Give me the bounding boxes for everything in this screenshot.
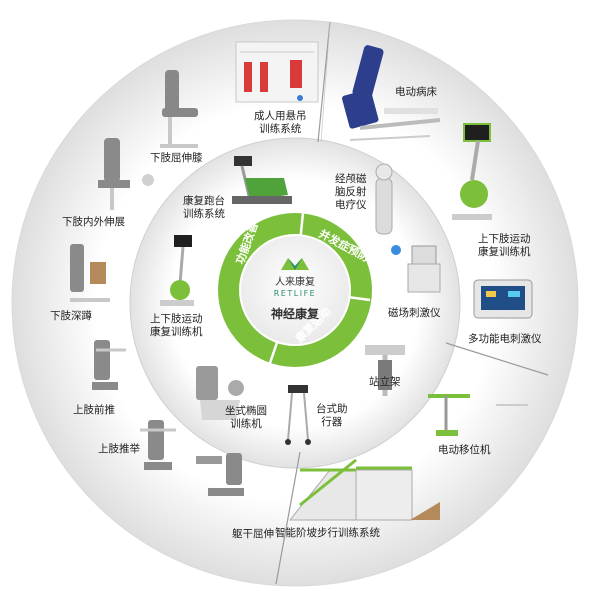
electric-bed-icon <box>342 45 441 141</box>
squat-machine-icon <box>70 244 110 302</box>
limb-trainer-large-icon <box>452 123 492 220</box>
stair-system-icon <box>288 458 440 521</box>
divider-right <box>445 342 549 376</box>
label-standing-frame: 站立架 <box>369 376 401 388</box>
treadmill-icon <box>232 156 292 204</box>
suspension-system-icon <box>235 41 319 103</box>
magnetic-stimulator-icon <box>391 245 441 293</box>
retlife-logo-icon <box>281 258 309 270</box>
label-shoulder-press: 上肢推举 <box>98 443 140 455</box>
leg-curl-machine-icon <box>160 70 198 148</box>
label-squat: 下肢深蹲 <box>50 310 92 322</box>
label-electric-lift: 电动移位机 <box>438 444 491 456</box>
center-disc <box>239 234 351 346</box>
label-walker: 台式助 行器 <box>316 403 348 428</box>
divider-bottom <box>275 451 301 585</box>
electric-lift-icon <box>428 394 528 436</box>
elliptical-trainer-icon <box>196 366 244 420</box>
label-chest-press: 上肢前推 <box>73 404 115 416</box>
brand-name-cn: 人来康复 <box>275 275 315 288</box>
limb-trainer-small-icon <box>160 235 194 306</box>
tms-device-icon <box>375 163 393 235</box>
label-tms-device: 经颅磁 脑反射 电疗仪 <box>335 173 367 211</box>
label-hip-abduction: 下肢内外伸展 <box>62 216 125 228</box>
divider-top <box>317 21 331 143</box>
label-multi-stimulator: 多功能电刺激仪 <box>468 333 542 345</box>
center-title: 神经康复 <box>271 306 320 321</box>
label-magnetic-stimulator: 磁场刺激仪 <box>388 307 441 319</box>
label-elliptical: 坐式椭圆 训练机 <box>225 405 267 430</box>
label-electric-bed: 电动病床 <box>395 86 437 98</box>
multi-stimulator-icon <box>473 279 533 319</box>
hip-abduction-machine-icon <box>98 138 154 210</box>
label-stair-system: 智能阶坡步行训练系统 <box>275 527 380 539</box>
trunk-flexion-machine-icon <box>196 453 244 496</box>
label-suspension-system: 成人用悬吊 训练系统 <box>254 110 307 135</box>
brand-name-en: RETLIFE <box>274 289 316 298</box>
label-limb-trainer-small: 上下肢运动 康复训练机 <box>150 313 203 338</box>
label-leg-curl: 下肢屈伸膝 <box>150 152 203 164</box>
label-treadmill: 康复跑台 训练系统 <box>183 195 225 220</box>
standing-frame-icon <box>365 345 405 396</box>
label-trunk-flexion: 躯干屈伸 <box>232 528 274 540</box>
label-limb-trainer-large: 上下肢运动 康复训练机 <box>478 233 531 258</box>
chest-press-machine-icon <box>92 340 126 390</box>
shoulder-press-machine-icon <box>140 420 176 470</box>
walker-icon <box>285 385 311 445</box>
